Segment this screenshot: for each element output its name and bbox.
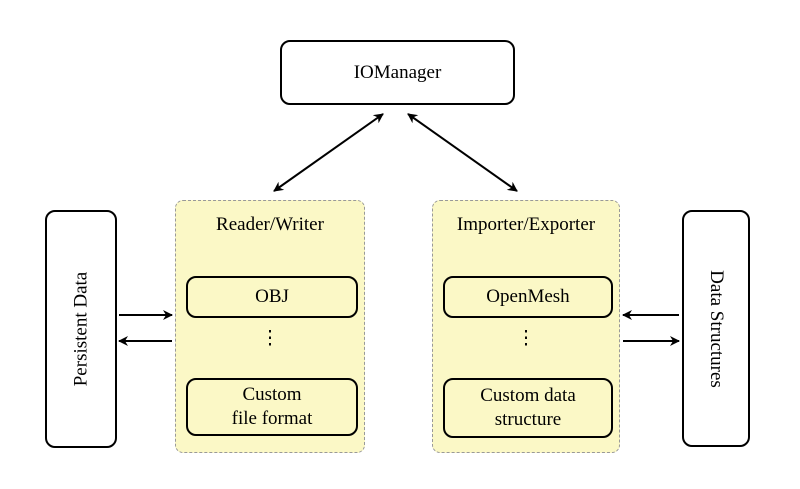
group-reader-writer: Reader/Writer OBJ ⋮ Custom file format <box>175 200 365 453</box>
node-custom-file-format: Custom file format <box>186 378 358 436</box>
obj-label: OBJ <box>255 286 289 308</box>
custom-data-structure-label: Custom data structure <box>480 385 576 430</box>
data-structures-label: Data Structures <box>706 269 727 388</box>
importer-exporter-title: Importer/Exporter <box>456 214 596 235</box>
importer-exporter-ellipsis: ⋮ <box>516 328 536 349</box>
iomanager-label: IOManager <box>353 61 442 83</box>
node-persistent-data: Persistent Data <box>45 210 117 448</box>
node-data-structures: Data Structures <box>682 210 750 447</box>
node-openmesh: OpenMesh <box>443 276 613 318</box>
arrow-iomanager-importerexporter <box>407 113 518 192</box>
group-importer-exporter: Importer/Exporter OpenMesh ⋮ Custom data… <box>432 200 620 453</box>
node-obj: OBJ <box>186 276 358 318</box>
custom-file-format-label: Custom file format <box>231 384 313 429</box>
persistent-data-label: Persistent Data <box>70 271 92 387</box>
node-custom-data-structure: Custom data structure <box>443 378 613 438</box>
reader-writer-ellipsis: ⋮ <box>260 328 280 349</box>
arrow-iomanager-readerwriter <box>273 113 384 192</box>
openmesh-label: OpenMesh <box>486 286 570 308</box>
node-iomanager: IOManager <box>280 40 515 105</box>
reader-writer-title: Reader/Writer <box>216 214 324 235</box>
